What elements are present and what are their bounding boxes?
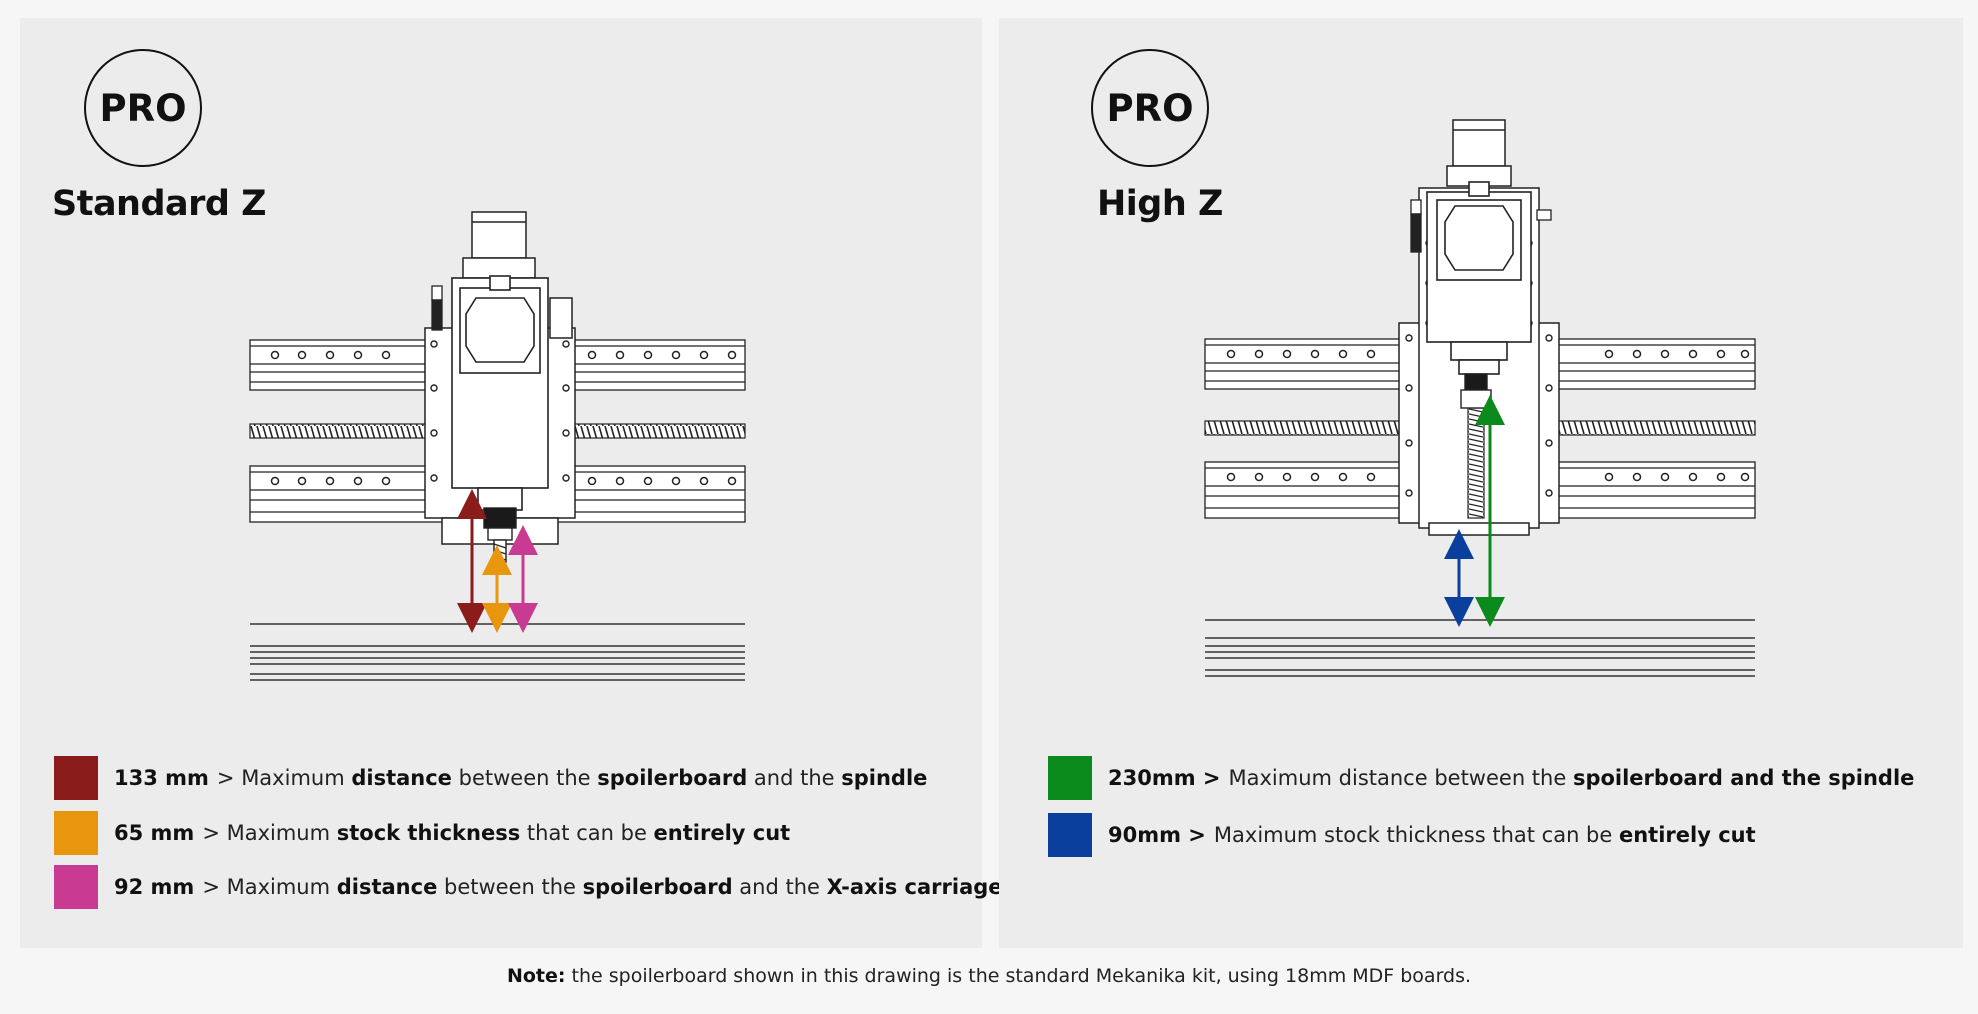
legend-item-spindle-distance: 230mm >Maximum distance between the spoi… xyxy=(1048,756,1914,800)
color-swatch xyxy=(1048,756,1092,800)
color-swatch xyxy=(54,811,98,855)
color-swatch xyxy=(54,756,98,800)
panel-title: Standard Z xyxy=(52,184,267,224)
legend-item-stock-thickness: 65 mm> Maximum stock thickness that can … xyxy=(54,811,790,855)
high-z-panel: PRO High Z xyxy=(999,18,1963,948)
legend-text: 90mm >Maximum stock thickness that can b… xyxy=(1108,823,1756,847)
panel-title: High Z xyxy=(1097,184,1223,224)
color-swatch xyxy=(54,865,98,909)
legend-item-spindle-distance: 133 mm> Maximum distance between the spo… xyxy=(54,756,927,800)
color-swatch xyxy=(1048,813,1092,857)
note-text: the spoilerboard shown in this drawing i… xyxy=(565,965,1472,987)
pro-badge: PRO xyxy=(84,49,202,167)
legend-text: 92 mm> Maximum distance between the spoi… xyxy=(114,875,1003,899)
standard-z-machine-drawing xyxy=(249,211,746,681)
legend-text: 230mm >Maximum distance between the spoi… xyxy=(1108,766,1915,790)
note-label: Note: xyxy=(506,965,566,987)
legend-item-stock-thickness: 90mm >Maximum stock thickness that can b… xyxy=(1048,813,1756,857)
standard-z-panel: PRO Standard Z xyxy=(20,18,1003,948)
high-z-machine-drawing xyxy=(1204,119,1756,677)
legend-text: 65 mm> Maximum stock thickness that can … xyxy=(114,821,791,845)
pro-badge: PRO xyxy=(1091,49,1209,167)
legend-text: 133 mm> Maximum distance between the spo… xyxy=(114,766,928,790)
legend-item-carriage-distance: 92 mm> Maximum distance between the spoi… xyxy=(54,865,1003,909)
footnote: Note: the spoilerboard shown in this dra… xyxy=(0,965,1978,987)
